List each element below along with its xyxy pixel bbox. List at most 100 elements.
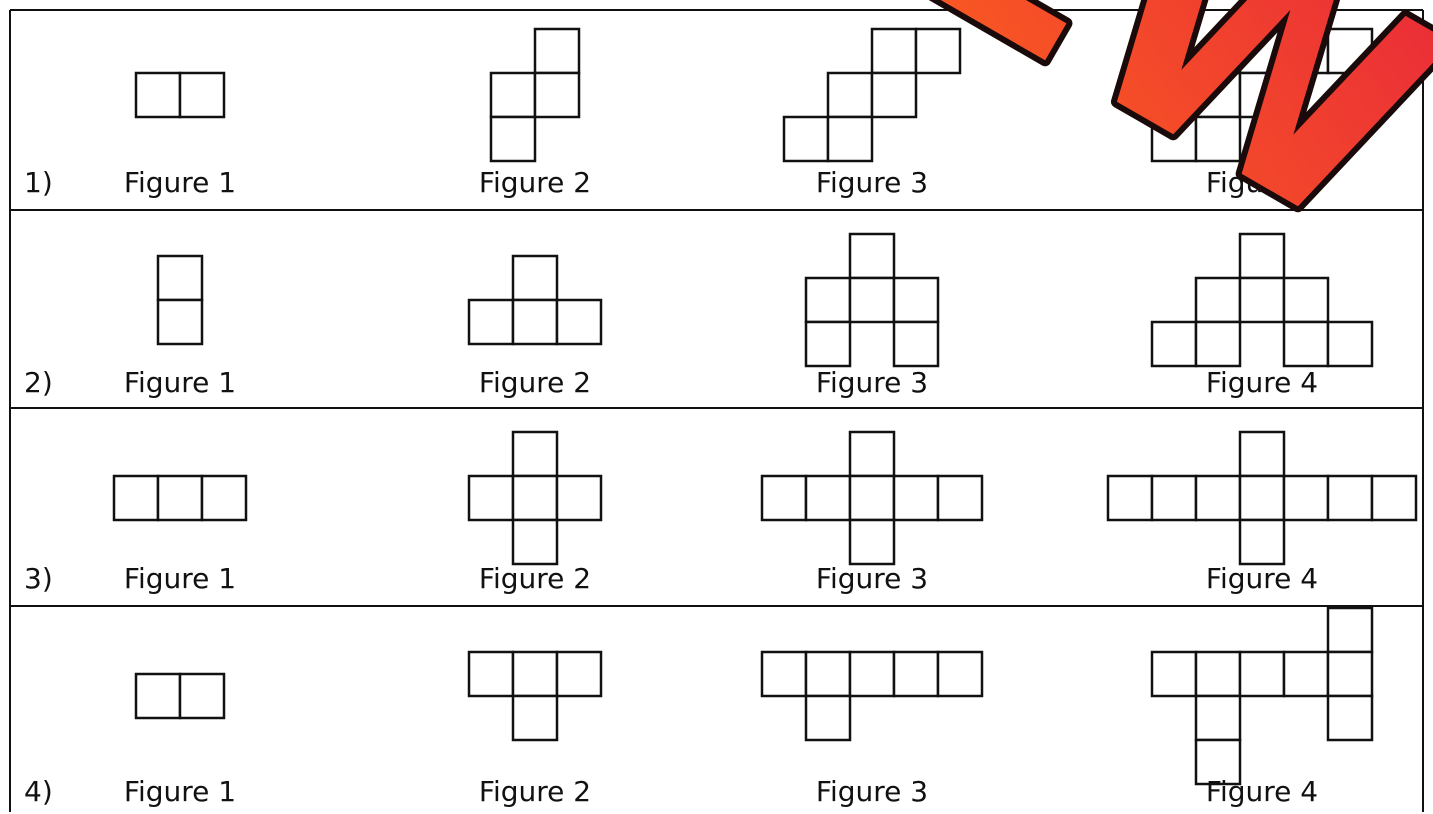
square-5 [1284, 652, 1328, 696]
square-2 [1108, 476, 1152, 520]
square-1 [535, 29, 579, 73]
square-3 [1196, 652, 1240, 696]
row-number-2: 2) [24, 366, 53, 399]
square-2 [469, 300, 513, 344]
square-6 [1196, 322, 1240, 366]
square-2 [1196, 278, 1240, 322]
square-3 [806, 476, 850, 520]
pattern-2-figure-1 [158, 256, 202, 344]
square-5 [938, 652, 982, 696]
square-1 [158, 256, 202, 300]
square-1 [1328, 608, 1372, 652]
square-4 [491, 117, 535, 161]
pattern-3-figure-2-label: Figure 2 [479, 562, 591, 595]
square-4 [894, 278, 938, 322]
square-8 [1328, 322, 1372, 366]
square-2 [180, 73, 224, 117]
square-3 [513, 300, 557, 344]
square-3 [1152, 476, 1196, 520]
square-1 [762, 652, 806, 696]
square-3 [1240, 278, 1284, 322]
square-3 [535, 73, 579, 117]
square-1 [850, 234, 894, 278]
square-7 [1284, 322, 1328, 366]
pattern-3-figure-2 [469, 432, 601, 564]
pattern-2-figure-3-label: Figure 3 [816, 366, 928, 399]
square-2 [1152, 652, 1196, 696]
square-5 [1240, 476, 1284, 520]
pattern-4-figure-3-label: Figure 3 [816, 775, 928, 808]
square-2 [806, 652, 850, 696]
square-4 [557, 300, 601, 344]
pattern-3-figure-4-label: Figure 4 [1206, 562, 1318, 595]
square-6 [938, 476, 982, 520]
row-number-3: 3) [24, 562, 53, 595]
pattern-4-figure-2 [469, 652, 601, 740]
square-5 [784, 117, 828, 161]
pattern-1-figure-3-label: Figure 3 [816, 166, 928, 199]
square-5 [513, 520, 557, 564]
square-6 [1328, 652, 1372, 696]
square-7 [1328, 476, 1372, 520]
row-number-1: 1) [24, 166, 53, 199]
square-2 [513, 652, 557, 696]
square-3 [202, 476, 246, 520]
square-2 [762, 476, 806, 520]
square-8 [1328, 696, 1372, 740]
pattern-2-figure-4-label: Figure 4 [1206, 366, 1318, 399]
square-1 [1240, 432, 1284, 476]
square-5 [806, 322, 850, 366]
square-4 [872, 73, 916, 117]
square-5 [1152, 322, 1196, 366]
pattern-4-figure-3 [762, 652, 982, 740]
pattern-3-figure-3-label: Figure 3 [816, 562, 928, 595]
square-1 [136, 73, 180, 117]
pattern-1-figure-2-label: Figure 2 [479, 166, 591, 199]
pattern-1-figure-1-label: Figure 1 [124, 166, 236, 199]
square-4 [894, 652, 938, 696]
square-3 [557, 652, 601, 696]
pattern-3-figure-4 [1108, 432, 1416, 564]
square-9 [1240, 520, 1284, 564]
new-stamp: NEW [634, 0, 1433, 298]
square-2 [158, 476, 202, 520]
square-6 [1284, 476, 1328, 520]
square-1 [114, 476, 158, 520]
pattern-3-figure-1 [114, 476, 246, 520]
row-number-4: 4) [24, 775, 53, 808]
square-1 [513, 432, 557, 476]
square-4 [557, 476, 601, 520]
square-4 [513, 696, 557, 740]
new-stamp-text: NEW [634, 0, 1433, 298]
square-6 [806, 696, 850, 740]
pattern-4-figure-1-label: Figure 1 [124, 775, 236, 808]
square-5 [894, 476, 938, 520]
square-4 [1196, 476, 1240, 520]
square-7 [850, 520, 894, 564]
square-3 [828, 73, 872, 117]
square-2 [469, 476, 513, 520]
square-2 [491, 73, 535, 117]
square-1 [469, 652, 513, 696]
square-3 [850, 278, 894, 322]
pattern-4-figure-1 [136, 674, 224, 718]
square-1 [513, 256, 557, 300]
square-1 [850, 432, 894, 476]
square-1 [136, 674, 180, 718]
pattern-1-figure-2 [491, 29, 579, 161]
square-7 [1196, 696, 1240, 740]
pattern-2-figure-3 [806, 234, 938, 366]
square-2 [180, 674, 224, 718]
square-4 [850, 476, 894, 520]
pattern-1-figure-1 [136, 73, 224, 117]
pattern-3-figure-3 [762, 432, 982, 564]
pattern-2-figure-1-label: Figure 1 [124, 366, 236, 399]
square-2 [806, 278, 850, 322]
square-3 [850, 652, 894, 696]
pattern-2-figure-2-label: Figure 2 [479, 366, 591, 399]
square-6 [894, 322, 938, 366]
pattern-4-figure-2-label: Figure 2 [479, 775, 591, 808]
pattern-4-figure-4-label: Figure 4 [1206, 775, 1318, 808]
square-8 [1372, 476, 1416, 520]
